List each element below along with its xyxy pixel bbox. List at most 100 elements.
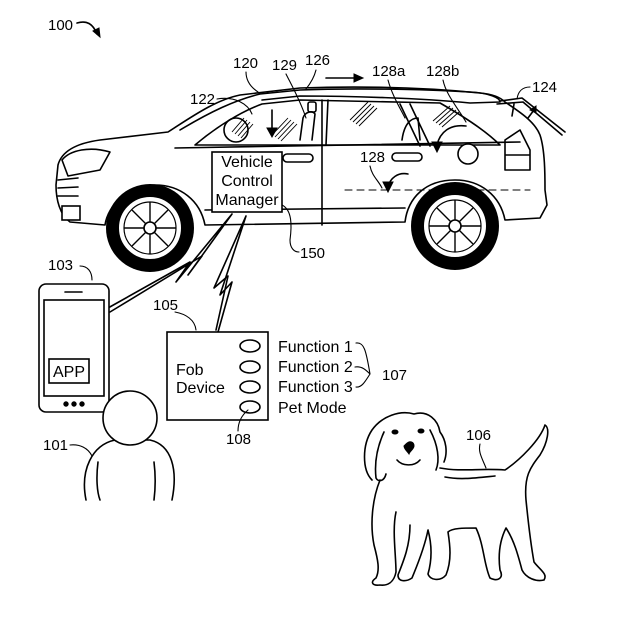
ref-128b-leader: [442, 79, 467, 123]
ref-106-label: 106: [466, 427, 491, 444]
ref-103-label: 103: [48, 257, 73, 274]
ref-128-label: 128: [360, 149, 385, 166]
wireless-link-fob: [213, 215, 247, 333]
fob-pet-mode-label: Pet Mode: [278, 400, 347, 417]
front-grille: [57, 177, 79, 197]
roof-rail: [179, 88, 501, 131]
ref-126-label: 126: [305, 52, 330, 69]
dog-eye: [391, 429, 399, 435]
fob-device: Fob Device Function 1 Function 2 Functio…: [166, 331, 353, 421]
ref-105-leader: [174, 311, 197, 331]
rear-wheel: [411, 182, 499, 270]
front-seat: [299, 111, 316, 141]
app-icon-box: [48, 358, 90, 384]
dog-left-ear: [374, 431, 387, 482]
ref-107-brace: [354, 342, 371, 388]
steering-wheel: [223, 117, 249, 143]
vcm-label-line-3: Manager: [215, 192, 279, 209]
dog-mouth: [396, 459, 421, 466]
rear-hatch: [499, 97, 566, 133]
ref-100-arrowhead: [92, 27, 101, 39]
fob-button-function-1[interactable]: [239, 339, 261, 353]
headrest: [307, 101, 317, 113]
wireless-link-phone: [107, 213, 233, 313]
fob-button-function-3[interactable]: [239, 380, 261, 394]
ref-150-leader: [281, 204, 300, 253]
fob-label-line-1: Fob: [176, 362, 204, 379]
cargo-arrowhead: [382, 181, 394, 194]
ref-107-label: 107: [382, 367, 407, 384]
vcm-label-line-2: Control: [221, 173, 273, 190]
hatch-strut: [511, 103, 515, 117]
dog-eye: [417, 428, 425, 434]
vcm-box: [211, 151, 283, 213]
ref-122-label: 122: [190, 91, 215, 108]
ref-129-label: 129: [272, 57, 297, 74]
ref-105-label: 105: [153, 297, 178, 314]
ref-124-leader: [516, 86, 531, 100]
user-arms: [96, 461, 156, 501]
ref-120-leader: [245, 71, 259, 93]
glass-hatching: [231, 101, 460, 142]
fob-button-pet-mode[interactable]: [239, 400, 261, 414]
dog-head: [363, 412, 447, 481]
phone-dot: [79, 401, 85, 407]
vehicle-control-manager: Vehicle Control Manager: [211, 151, 283, 213]
ref-150-label: 150: [300, 245, 325, 262]
cargo-b-arrowhead: [431, 141, 443, 154]
ref-128-leader: [369, 165, 383, 189]
rear-seat: [401, 117, 421, 141]
front-wheel: [106, 184, 194, 272]
user-head: [102, 390, 158, 446]
fog-light: [61, 205, 81, 221]
ref-101-label: 101: [43, 437, 68, 454]
ref-128a-leader: [387, 79, 406, 119]
roof-arrowhead: [353, 73, 365, 83]
fob-label-line-2: Device: [176, 380, 225, 397]
taillight: [504, 129, 531, 171]
front-door-handle: [282, 153, 314, 163]
vehicle: [55, 73, 566, 272]
fuel-cap: [457, 143, 479, 165]
app-label: APP: [53, 364, 85, 381]
ref-128b-label: 128b: [426, 63, 459, 80]
fob-function-1-label: Function 1: [278, 339, 353, 356]
dog: [363, 412, 549, 586]
ref-120-label: 120: [233, 55, 258, 72]
fob-button-function-2[interactable]: [239, 360, 261, 374]
ref-128a-label: 128a: [372, 63, 406, 80]
window-outline: [194, 99, 501, 146]
dog-body: [397, 424, 549, 582]
dog-fur-line: [444, 475, 496, 480]
belt-line: [174, 141, 521, 149]
ref-106-leader: [478, 443, 487, 469]
ref-124-label: 124: [532, 79, 557, 96]
rear-door-handle: [391, 152, 423, 162]
ref-103-leader: [79, 265, 93, 281]
vcm-label-line-1: Vehicle: [221, 154, 273, 171]
phone-dot: [63, 401, 69, 407]
b-pillar-inner: [325, 99, 329, 146]
window-down-arrowhead: [266, 127, 278, 139]
headlight: [61, 148, 111, 177]
c-pillar-inner: [409, 103, 431, 147]
ref-108-label: 108: [226, 431, 251, 448]
ref-101-leader: [69, 444, 93, 457]
ref-126-leader: [305, 69, 317, 90]
phone-dot: [71, 401, 77, 407]
fob-function-2-label: Function 2: [278, 359, 353, 376]
dog-nose: [403, 441, 415, 456]
ref-100-label: 100: [48, 17, 73, 34]
ref-108-leader: [237, 409, 249, 432]
dog-front-leg: [371, 479, 397, 586]
fob-function-3-label: Function 3: [278, 379, 353, 396]
ref-122-leader: [216, 97, 253, 115]
hatch-open-arrowhead: [529, 105, 537, 114]
dog-right-ear: [429, 429, 439, 471]
user: [83, 390, 175, 501]
mobile-device: APP: [38, 283, 110, 413]
c-pillar: [399, 103, 421, 147]
ref-129-leader: [285, 73, 307, 119]
rear-hatch-inner: [496, 101, 563, 136]
